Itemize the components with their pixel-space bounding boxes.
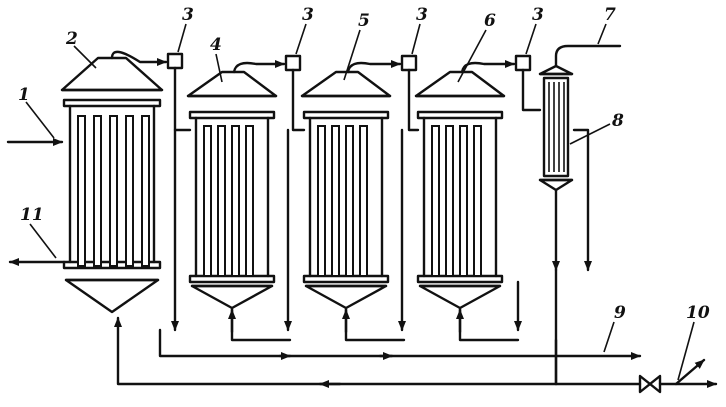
condenser-drain-right (572, 128, 592, 272)
label-3d: 3 (532, 5, 544, 25)
vapor-line-4 (460, 60, 516, 74)
label-1: 1 (18, 85, 30, 105)
label-4: 4 (210, 35, 222, 55)
vapor-line-1 (110, 50, 168, 66)
evaporator-vessel-4 (414, 70, 506, 310)
heating-line-2 (173, 66, 192, 132)
evaporator-vessel-3 (300, 70, 392, 310)
vapor-outlet-line (554, 44, 622, 68)
label-3c: 3 (416, 5, 428, 25)
heating-line-condenser (521, 68, 542, 112)
evaporator-vessel-2 (186, 70, 278, 310)
label-8: 8 (611, 111, 624, 131)
separator-3 (400, 54, 418, 72)
valve-icon (638, 374, 662, 394)
label-3b: 3 (302, 5, 314, 25)
condenser (538, 64, 574, 192)
vapor-line-3 (346, 60, 402, 74)
heating-line-4 (407, 68, 420, 132)
product-return-line (114, 316, 642, 386)
label-2: 2 (65, 29, 78, 49)
heating-line-3 (291, 68, 306, 132)
label-9: 9 (614, 303, 626, 323)
separator-4 (514, 54, 532, 72)
label-5: 5 (358, 11, 370, 31)
label-11: 11 (20, 205, 44, 225)
separator-2 (284, 54, 302, 72)
label-7: 7 (604, 5, 616, 25)
vapor-line-2 (232, 60, 286, 74)
label-3a: 3 (182, 5, 194, 25)
evaporator-vessel-1 (60, 56, 164, 314)
condensate-header (158, 328, 642, 360)
separator-1 (166, 52, 184, 70)
label-10: 10 (686, 303, 710, 323)
label-6: 6 (484, 11, 496, 31)
